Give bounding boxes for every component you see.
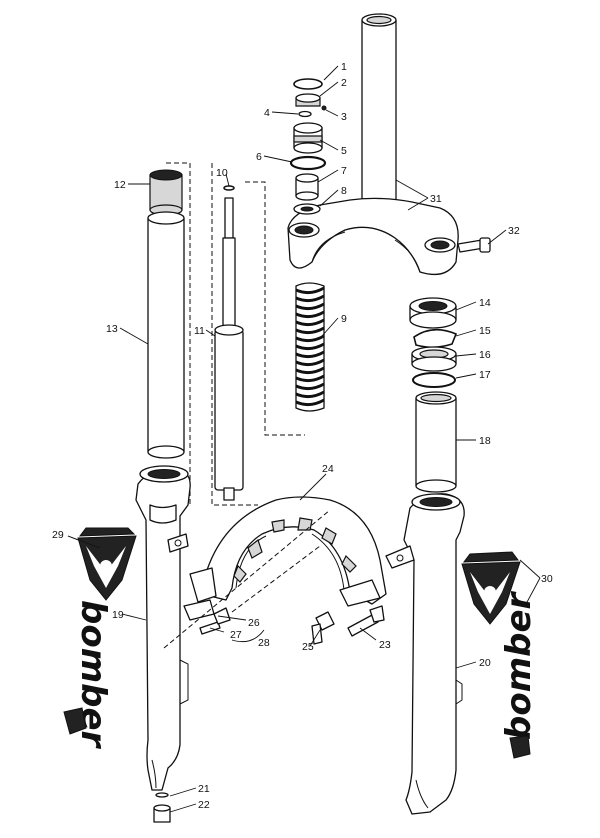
callout-3: 3 (341, 111, 347, 123)
callout-9: 9 (341, 313, 347, 325)
callout-labels: 1 2 3 4 5 6 7 8 9 10 11 12 13 14 15 16 1… (52, 61, 553, 811)
left-lower-leg (135, 465, 191, 823)
top-cap-parts (289, 78, 327, 215)
callout-17: 17 (479, 369, 491, 381)
callout-32: 32 (508, 225, 520, 237)
coil-spring (295, 282, 325, 412)
callout-16: 16 (479, 349, 491, 361)
decal-left: bomber (63, 527, 137, 750)
callout-27: 27 (230, 629, 242, 641)
callout-13: 13 (106, 323, 118, 335)
callout-21: 21 (198, 783, 210, 795)
leader-lines (67, 65, 541, 813)
callout-11: 11 (194, 325, 205, 337)
callout-10: 10 (216, 167, 228, 179)
right-headset-stack (409, 297, 458, 493)
callout-6: 6 (256, 151, 262, 163)
callout-1: 1 (341, 61, 347, 73)
callout-15: 15 (479, 325, 491, 337)
callout-28: 28 (258, 637, 270, 649)
callout-30: 30 (541, 573, 553, 585)
callout-7: 7 (341, 165, 347, 177)
callout-2: 2 (341, 77, 347, 89)
steerer-crown-assembly (287, 13, 491, 276)
right-lower-leg (385, 493, 465, 815)
callout-12: 12 (114, 179, 126, 191)
callout-4: 4 (264, 107, 270, 119)
wordmark-right: bomber (499, 590, 539, 740)
callout-29: 29 (52, 529, 64, 541)
callout-25: 25 (302, 641, 314, 653)
callout-24: 24 (322, 463, 334, 475)
damper-cartridge (211, 163, 305, 506)
callout-20: 20 (479, 657, 491, 669)
brake-bolts (199, 605, 385, 645)
callout-23: 23 (379, 639, 391, 651)
brake-arch (163, 496, 387, 649)
callout-22: 22 (198, 799, 210, 811)
callout-31: 31 (430, 193, 442, 205)
callout-26: 26 (248, 617, 260, 629)
decal-right: bomber (461, 551, 539, 759)
callout-8: 8 (341, 185, 347, 197)
callout-19: 19 (112, 609, 124, 621)
left-stanchion (147, 162, 191, 505)
callout-14: 14 (479, 297, 491, 309)
callout-5: 5 (341, 145, 347, 157)
callout-18: 18 (479, 435, 491, 447)
